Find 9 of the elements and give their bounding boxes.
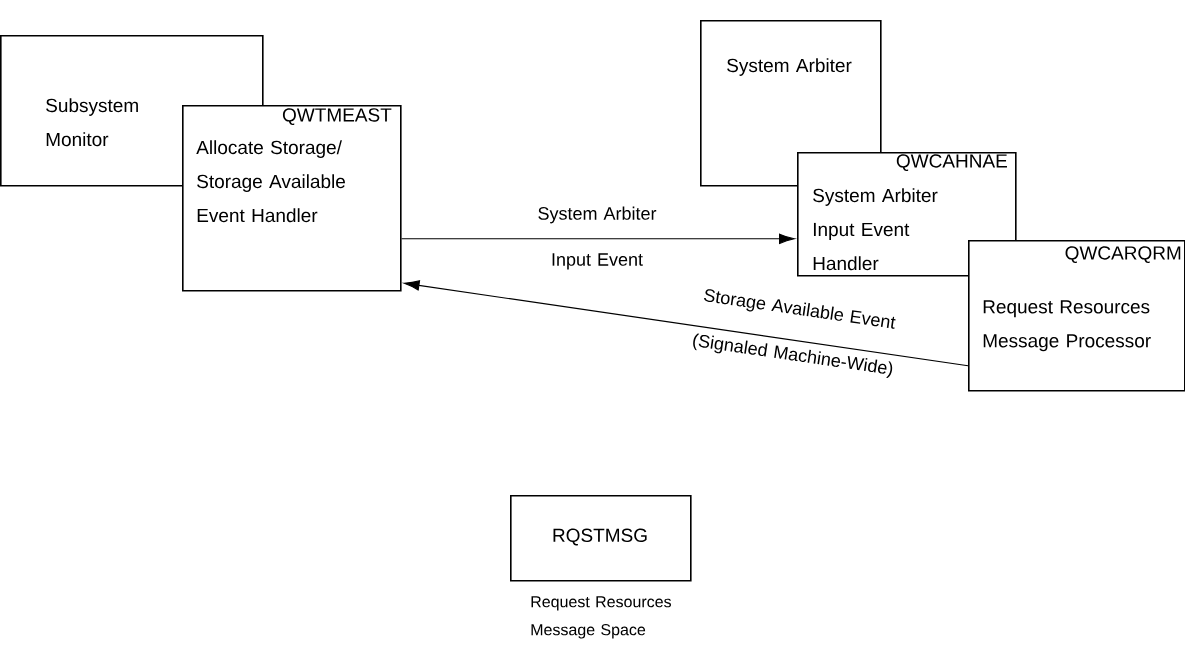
arrow (403, 280, 969, 367)
edge-label: System Arbiter Input Event (538, 206, 657, 270)
process-box: System Arbiter (700, 20, 882, 187)
box-caption: Request Resources Message Space (531, 596, 671, 639)
process-box: QWCAHNAE System Arbiter Input Event Handler (797, 152, 1017, 277)
arrow (401, 233, 795, 244)
process-box: QWCARQRM Request Resources Message Processor (968, 240, 1185, 392)
process-box: QWTMEAST Allocate Storage/ Storage Available Event Handler (182, 105, 402, 292)
process-box: RQSTMSG (510, 495, 692, 582)
